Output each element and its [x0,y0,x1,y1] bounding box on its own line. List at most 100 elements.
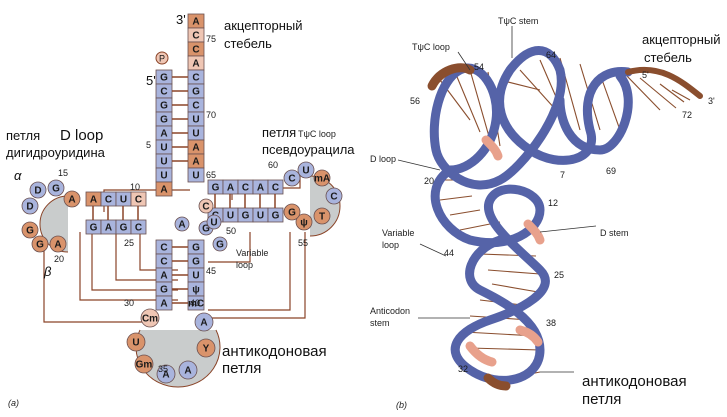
junction-a-box [155,181,173,197]
ac-loop-2-letter: Gm [136,360,153,371]
ac-loop-4-circle [178,360,198,380]
tpsic-loop-label: TψC loop [412,42,450,52]
num-20: 20 [54,254,64,264]
variable-1-letter: G [202,224,210,235]
acceptor-r-10-letter: A [192,157,199,168]
acceptor-l-6-letter: U [160,157,167,168]
ac-loop-3-circle [156,364,176,384]
dloop-label: D loop [370,154,396,164]
tpsic-ru-2: псевдоурацила [262,142,355,157]
anticodon-ru-2: петля [222,360,261,377]
beta-label: β [43,264,52,279]
tloop-5-letter: ψ [300,218,308,229]
num-55: 55 [298,238,308,248]
num-75: 75 [206,34,216,44]
ac-loop-3-letter: A [162,370,169,381]
ac-loop-6-letter: A [200,318,207,329]
acceptor-r-9-letter: A [192,143,199,154]
acceptor-r-7-letter: U [192,115,199,126]
anticodon-label-1: Anticodon [370,306,410,316]
dloop-ru-1: петля [6,128,40,143]
acceptor-r-8-letter: U [192,129,199,140]
acceptor-r-11-letter: U [192,171,199,182]
num-60: 60 [268,160,278,170]
tstem-bot-4-letter: G [272,211,280,222]
variable-4-letter: C [202,202,209,213]
leader-lines [397,26,597,373]
dloop-3-circle [21,197,39,215]
num-b-72: 72 [682,110,692,120]
tloop-2-letter: mA [314,174,330,185]
dstem-top-1-letter: C [105,195,112,206]
ac-right-2-letter: U [192,271,199,282]
variable-2-circle [212,236,228,252]
ac-loop-5-letter: Y [203,344,210,355]
dloop-1-circle [47,179,65,197]
tpsic-stem-label: TψC stem [498,16,538,26]
dloop-5-letter: G [36,240,44,251]
tloop-1-letter: U [302,166,309,177]
dloop-6-letter: A [54,240,61,251]
dloop-ru-2: дигидроуридина [6,145,106,160]
num-b-7: 7 [560,170,565,180]
panel-b: TψC stem TψC loop акцепторный стебель D … [370,16,721,410]
acceptor-l-5-letter: U [160,143,167,154]
ac-loop-2-circle [134,354,154,374]
variable-label-1: Variable [382,228,414,238]
ac-right-1-letter: G [192,257,200,268]
tloop-4-letter: T [319,212,325,223]
acceptor-l-0-letter: G [160,73,168,84]
acceptor-label-b2: стебель [644,50,692,65]
tloop-5-circle [295,213,313,231]
anticodon-ru-1: антикодоновая [222,343,327,360]
tloop-1-circle [297,161,315,179]
prime5-b: 5' [642,70,649,80]
dloop-6-circle [49,235,67,253]
anticodon-ru-b2: петля [582,391,621,408]
panel-b-numbers: 54 64 56 72 20 7 69 12 44 25 38 32 [410,50,692,374]
phosphate-circle [155,51,169,65]
acceptor-r-3-letter: A [192,59,199,70]
ac-loop-1-circle [126,332,146,352]
num-30: 30 [124,298,134,308]
variable-0-circle [174,216,190,232]
tpsic-ru-1: петля [262,125,296,140]
dloop-4-letter: G [26,226,34,237]
nucleotide-numbers: 75 70 65 60 55 50 45 40 35 30 25 20 15 1… [54,34,308,374]
dloop-en: D loop [60,127,103,144]
ac-left-0-letter: C [160,243,167,254]
tloop-6-letter: G [288,208,296,219]
num-b-12: 12 [548,198,558,208]
tloop-2-circle [313,169,331,187]
alpha-label: α [14,168,22,183]
backbone [427,46,703,391]
tstem-bot-3-letter: U [257,211,264,222]
dstem-label: D stem [600,228,629,238]
acceptor-l-3-letter: G [160,115,168,126]
num-b-44: 44 [444,248,454,258]
acceptor-label-2: стебель [224,36,272,51]
tpsic-en: TψC loop [298,129,336,139]
dstem-bot-2-letter: G [120,223,128,234]
panel-b-label: (b) [396,400,407,410]
anticodon-ru-b1: антикодоновая [582,373,687,390]
tstem-bot-2-letter: G [242,211,250,222]
variable-en-1: Variable [236,248,268,258]
tloop-3-letter: C [330,192,337,203]
num-b-64: 64 [546,50,556,60]
acceptor-l-2-letter: G [160,101,168,112]
variable-en-2: loop [236,260,253,270]
dstem-bot-0-letter: G [90,223,98,234]
variable-3-circle [206,214,222,230]
dloop-5-circle [31,235,49,253]
num-15: 15 [58,168,68,178]
dstem-top-2-letter: U [120,195,127,206]
acceptor-label-1: акцепторный [224,18,303,33]
panel-a-label: (a) [8,398,19,408]
num-5: 5 [146,140,151,150]
dloop-3-letter: D [26,202,33,213]
ac-loop-0-circle [140,308,160,328]
tstem-top-4-letter: C [272,183,279,194]
num-b-25: 25 [554,270,564,280]
